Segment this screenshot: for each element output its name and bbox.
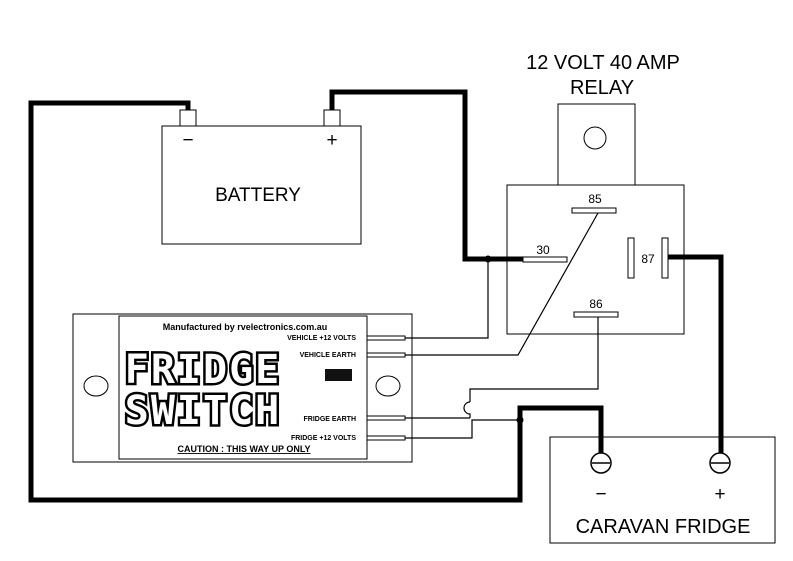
module-mount-hole-right-icon	[375, 375, 401, 397]
battery-negative-terminal	[179, 109, 197, 127]
wire-vehicle-earth-to-relay-85	[405, 212, 599, 356]
battery-body	[161, 125, 362, 245]
fridge-switch-module: Manufactured by rvelectronics.com.au FRI…	[72, 313, 413, 463]
battery-positive-symbol: +	[326, 130, 337, 151]
terminal-vehicle-12v-label: VEHICLE +12 VOLTS	[287, 335, 356, 342]
wiring	[28, 89, 724, 503]
wire-fridge-12v-to-bus	[405, 419, 520, 439]
fridge-body	[549, 436, 776, 544]
junction-dot-relay-30	[484, 255, 492, 263]
wire-vehicle-12v-to-relay-30	[405, 259, 489, 339]
relay-pin-87-label: 87	[641, 252, 655, 266]
module-face	[118, 315, 368, 460]
wire-relay-87-to-fridge-positive	[668, 254, 724, 453]
wire-relay-86-drop	[469, 317, 599, 402]
wire-relay-86-crossover-hop	[463, 401, 471, 418]
fridge-switch-logo-line2: SWITCH	[125, 388, 282, 434]
relay-title-line1: 12 VOLT 40 AMP	[526, 52, 680, 74]
fridge-label: CARAVAN FRIDGE	[576, 516, 751, 538]
terminal-fridge-12v-label: FRIDGE +12 VOLTS	[291, 435, 356, 442]
terminal-fridge-12v	[366, 435, 406, 441]
relay: 12 VOLT 40 AMP RELAY 85 30 87 86	[506, 52, 685, 335]
fridge-switch-logo-line1: FRIDGE	[125, 347, 282, 393]
battery: − + BATTERY	[161, 109, 362, 245]
battery-positive-terminal	[323, 109, 341, 127]
relay-pin-87	[661, 237, 669, 279]
battery-label: BATTERY	[215, 185, 301, 206]
relay-pin-86-label: 86	[589, 297, 603, 311]
terminal-vehicle-earth-label: VEHICLE EARTH	[300, 352, 356, 359]
terminal-fridge-earth-label: FRIDGE EARTH	[304, 416, 357, 423]
wire-battery-positive-to-relay-30	[329, 89, 523, 262]
relay-pin-86	[573, 311, 619, 318]
relay-pin-85-label: 85	[588, 192, 602, 206]
module-mount-hole-left-icon	[83, 375, 109, 397]
relay-pin-85	[571, 207, 617, 214]
terminal-vehicle-earth	[366, 352, 406, 358]
junction-dot-fridge-bus	[516, 416, 524, 424]
wire-battery-negative-to-fridge-negative	[28, 100, 604, 503]
terminal-vehicle-12v	[366, 335, 406, 341]
relay-title-line2: RELAY	[570, 77, 634, 99]
module-indicator-led	[325, 369, 352, 381]
relay-pin-87a	[627, 237, 635, 279]
terminal-fridge-earth	[366, 415, 406, 421]
fridge-negative-symbol: −	[595, 484, 606, 505]
battery-negative-symbol: −	[182, 130, 193, 151]
relay-pin-30-label: 30	[536, 243, 550, 257]
relay-mounting-hole-icon	[583, 126, 607, 150]
relay-pin-30	[522, 256, 568, 263]
module-manufacturer: Manufactured by rvelectronics.com.au	[163, 322, 328, 332]
fridge-positive-symbol: +	[714, 484, 725, 505]
module-caution: CAUTION : THIS WAY UP ONLY	[177, 444, 310, 454]
caravan-fridge: − + CARAVAN FRIDGE	[549, 436, 776, 544]
